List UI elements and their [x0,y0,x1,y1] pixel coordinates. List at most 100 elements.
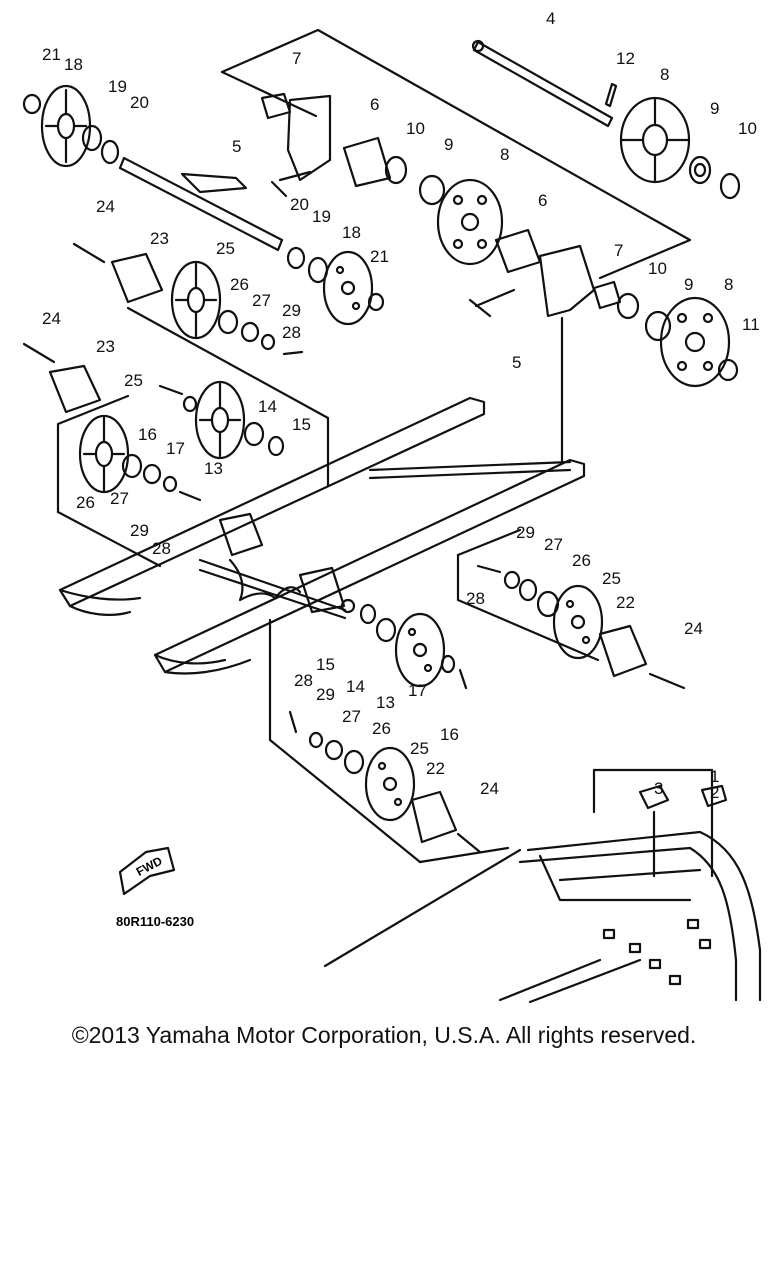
bearing-26a [217,309,239,335]
callout-label: 9 [444,135,453,154]
callout-label: 8 [660,65,669,84]
callout-label: 6 [370,95,379,114]
callout-label: 16 [440,725,459,744]
track-section [498,830,762,1004]
callout-label: 25 [124,371,143,390]
callout-label: 27 [252,291,271,310]
group-box-right [456,553,600,662]
callout-label: 25 [602,569,621,588]
collar-27d [324,739,344,761]
bearing-14a [243,421,265,447]
callout-label: 14 [258,397,277,416]
bolt-24d [456,832,482,854]
callout-label: 24 [480,779,499,798]
collar-10b [384,155,408,185]
callout-label: 26 [572,551,591,570]
bolt-24b [22,342,56,364]
callout-label: 29 [516,523,535,542]
callout-label: 8 [724,275,733,294]
callout-label: 5 [232,137,241,156]
bolt-28d [288,710,298,734]
callout-label: 27 [342,707,361,726]
callout-label: 24 [96,197,115,216]
callout-label: 26 [372,719,391,738]
callout-label: 24 [42,309,61,328]
callout-label: 24 [684,619,703,638]
collar-6b [494,228,542,274]
forward-arrow-icon [118,846,176,896]
callout-label: 5 [512,353,521,372]
callout-label: 13 [376,693,395,712]
callout-label: 20 [290,195,309,214]
collar-10c [616,292,640,320]
group-box-left [56,394,130,514]
bolt-16b [458,668,468,690]
callout-label: 29 [130,521,149,540]
bearing-26d [343,749,365,775]
shaft-4 [471,39,614,128]
bracket-22a [598,624,648,678]
bracket-23a [110,252,164,304]
callout-label: 19 [312,207,331,226]
parts-diagram: FWD 80R110-6230 4 12 8 9 10 7 6 10 9 8 5… [22,9,762,1004]
callout-label: 16 [138,425,157,444]
bracket-23b [48,364,102,414]
pin-12 [604,82,618,108]
collar-20b [286,246,306,270]
callout-label: 7 [614,241,623,260]
wheel-13a [194,380,246,460]
bolt-28b [178,490,202,502]
callout-label: 26 [76,493,95,512]
callout-label: 9 [684,275,693,294]
axle-shaft [118,156,284,252]
wheel-25a [170,260,222,340]
washer-29a [260,333,276,351]
callout-label: 22 [426,759,445,778]
callout-label: 23 [150,229,169,248]
callout-label: 22 [616,593,635,612]
bolt-5a [270,170,312,198]
bearing-19a [81,124,103,152]
bolt-5b [468,288,516,318]
callout-label: 21 [370,247,389,266]
callout-label: 17 [166,439,185,458]
bolt-28a [282,350,304,356]
callout-label: 9 [710,99,719,118]
callout-label: 17 [408,681,427,700]
callout-label: 7 [292,49,301,68]
washer-29c [503,570,521,590]
collar-27c [518,578,538,602]
collar-7b [592,280,622,310]
washer-29d [308,731,324,749]
callout-label: 28 [282,323,301,342]
bracket-22b [410,790,458,844]
callout-label: 10 [648,259,667,278]
callout-label: 2 [710,783,719,802]
collar-15a [267,435,285,457]
callout-label: 1 [710,767,719,786]
callout-label: 28 [466,589,485,608]
callout-label: 18 [342,223,361,242]
callout-label: 25 [216,239,235,258]
wheel-13b [394,612,446,688]
bearing-9b [418,174,446,206]
slide-rail-assembly [58,396,586,675]
bearing-26b [121,453,143,479]
copyright-notice: ©2013 Yamaha Motor Corporation, U.S.A. A… [71,1022,697,1048]
group-box-top [220,28,692,280]
figure-code: 80R110-6230 [116,914,194,929]
bolt-24c [648,672,686,690]
callout-label: 21 [42,45,61,64]
callout-label: 15 [292,415,311,434]
wheel-25c [552,584,604,660]
washer-29b [162,475,178,493]
collar-17a [182,395,198,413]
callout-label: 6 [538,191,547,210]
callout-label: 13 [204,459,223,478]
callout-label: 29 [282,301,301,320]
callout-label: 10 [738,119,757,138]
callouts: 4 12 8 9 10 7 6 10 9 8 5 21 18 19 20 6 2… [42,9,760,802]
idler-wheel-8c [659,296,731,388]
callout-label: 15 [316,655,335,674]
bearing-9a [688,155,712,185]
